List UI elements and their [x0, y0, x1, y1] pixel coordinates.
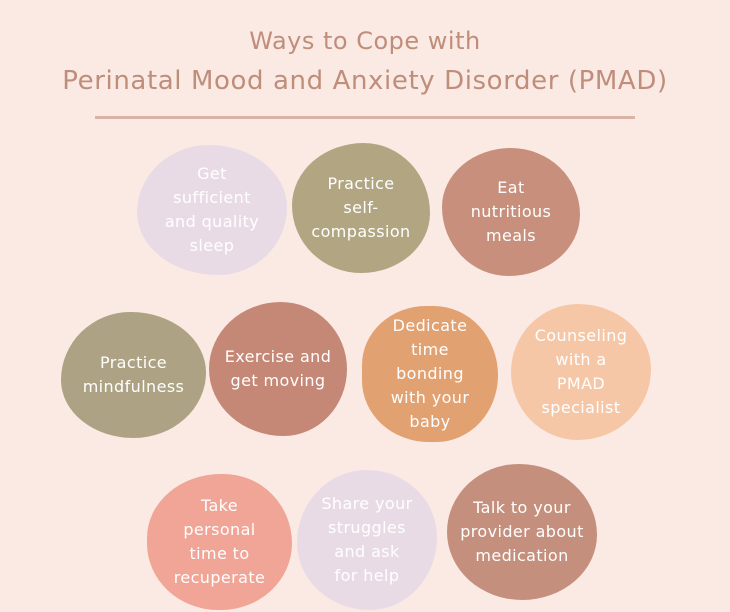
tip-exercise-and-get-moving: Exercise and get moving — [209, 302, 347, 436]
title-line-2: Perinatal Mood and Anxiety Disorder (PMA… — [62, 66, 668, 96]
tip-take-personal-time: Take personal time to recuperate — [147, 474, 292, 610]
tip-practice-self-compassion: Practice self- compassion — [292, 143, 430, 273]
tip-eat-nutritious-meals: Eat nutritious meals — [442, 148, 580, 276]
tip-share-struggles: Share your struggles and ask for help — [297, 470, 437, 610]
tip-counseling-with-specialist: Counseling with a PMAD specialist — [511, 304, 651, 440]
tip-talk-to-provider: Talk to your provider about medication — [447, 464, 597, 600]
title-divider — [95, 116, 635, 119]
tip-bonding-with-baby: Dedicate time bonding with your baby — [362, 306, 498, 442]
tip-practice-mindfulness: Practice mindfulness — [61, 312, 206, 438]
title-line-1: Ways to Cope with — [249, 27, 481, 55]
tip-get-sufficient-sleep: Get sufficient and quality sleep — [137, 145, 287, 275]
infographic-title: Ways to Cope with Perinatal Mood and Anx… — [0, 22, 730, 102]
